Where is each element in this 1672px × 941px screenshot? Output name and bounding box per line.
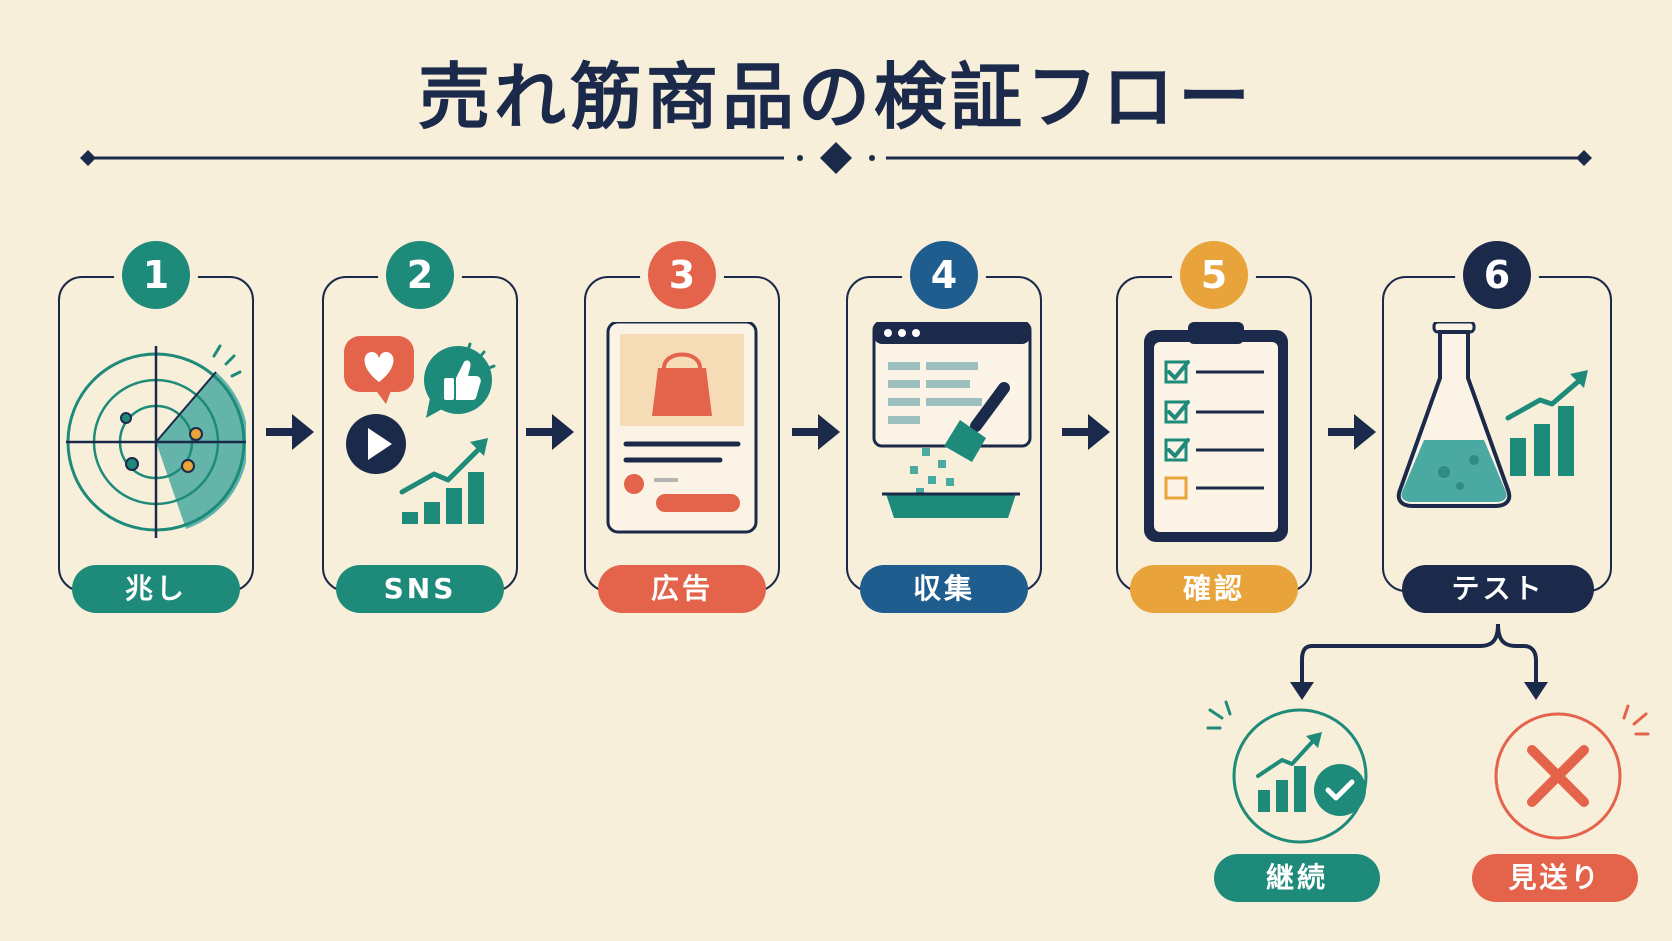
step-3: 3 広告 (584, 236, 784, 616)
step-label: 兆し (72, 565, 240, 613)
data-collection-icon (872, 322, 1032, 518)
growth-check-icon (1232, 708, 1368, 844)
outcome-skip: 見送り (1458, 704, 1658, 906)
clipboard-checklist-icon (1144, 322, 1288, 542)
page-title: 売れ筋商品の検証フロー (417, 55, 1254, 139)
title-divider (80, 142, 1592, 174)
burst-lines-icon (1206, 700, 1232, 730)
step-number-badge: 1 (122, 241, 190, 309)
step-4: 4 収集 (846, 236, 1046, 616)
flask-growth-icon (1396, 322, 1588, 508)
arrow-right-icon (1062, 414, 1110, 450)
arrow-right-icon (1328, 414, 1376, 450)
ad-listing-icon (606, 322, 758, 534)
step-number-badge: 6 (1463, 241, 1531, 309)
step-number-badge: 4 (910, 241, 978, 309)
arrow-right-icon (792, 414, 840, 450)
outcome-label: 継続 (1214, 854, 1380, 902)
step-label: テスト (1402, 565, 1594, 613)
arrow-right-icon (266, 414, 314, 450)
step-number-badge: 2 (386, 241, 454, 309)
step-label: 広告 (598, 565, 766, 613)
step-1: 1 兆し (58, 236, 258, 616)
step-5: 5 確認 (1116, 236, 1316, 616)
burst-lines-icon (1622, 704, 1650, 736)
step-label: 収集 (860, 565, 1028, 613)
step-number-badge: 3 (648, 241, 716, 309)
step-label: SNS (336, 565, 504, 613)
arrow-right-icon (526, 414, 574, 450)
step-number-badge: 5 (1180, 241, 1248, 309)
outcome-continue: 継続 (1200, 700, 1400, 906)
step-2: 2 SNS (322, 236, 522, 616)
step-label: 確認 (1130, 565, 1298, 613)
cross-icon (1494, 712, 1622, 840)
outcome-label: 見送り (1472, 854, 1638, 902)
step-6: 6 テスト (1382, 236, 1612, 616)
social-media-icon (344, 336, 496, 524)
branch-connector (1290, 623, 1548, 700)
radar-icon (66, 344, 246, 538)
